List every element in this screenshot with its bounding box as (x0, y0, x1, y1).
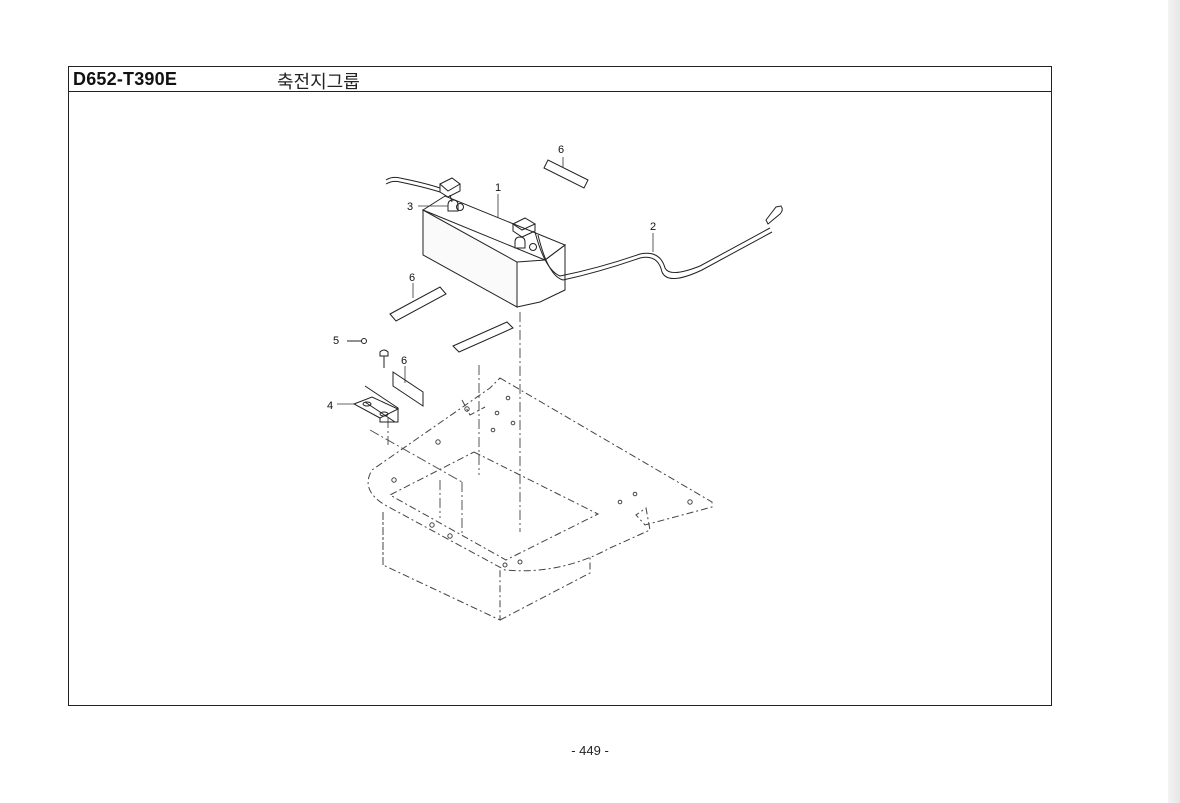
drawing-frame: D652-T390E 축전지그룹 (68, 66, 1052, 706)
leader-lines (337, 157, 654, 405)
page-edge (1168, 0, 1180, 803)
battery (421, 195, 567, 308)
callout-6-middle: 6 (409, 272, 415, 284)
title-block: D652-T390E 축전지그룹 (69, 67, 1051, 93)
model-code: D652-T390E (73, 69, 178, 89)
battery-tray (367, 377, 713, 621)
bracket (352, 385, 400, 423)
callout-labels: 1 2 3 4 5 6 6 6 (327, 144, 656, 412)
wire-connector (385, 176, 461, 203)
pad (389, 159, 589, 407)
callout-6-lower: 6 (401, 355, 407, 367)
bolt (347, 338, 389, 368)
cable (512, 205, 783, 281)
callout-3: 3 (407, 201, 413, 213)
callout-5: 5 (333, 335, 339, 347)
alignment-lines (369, 312, 521, 535)
callout-1: 1 (495, 182, 501, 194)
tray-holes (391, 395, 693, 568)
callout-4: 4 (327, 400, 333, 412)
callout-6-top: 6 (558, 144, 564, 156)
group-title: 축전지그룹 (277, 72, 360, 93)
page-number: - 449 - (571, 743, 609, 758)
callout-2: 2 (650, 221, 656, 233)
